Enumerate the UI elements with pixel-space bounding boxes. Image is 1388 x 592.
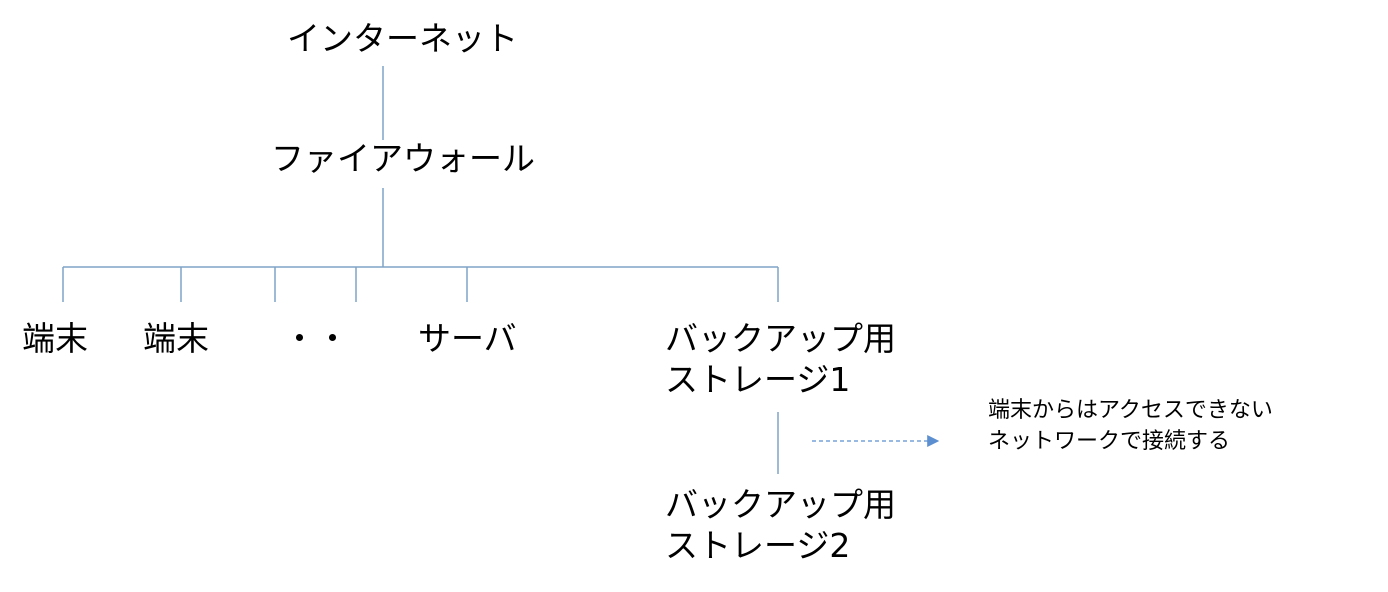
backup-storage-2-node: バックアップ用 ストレージ2 [665, 484, 896, 567]
ellipsis-node: ・・ [283, 319, 349, 358]
annotation-line1: 端末からはアクセスできない [988, 398, 1273, 423]
server-node: サーバ [418, 319, 517, 358]
backup-storage-1-line1: バックアップ用 [665, 319, 896, 358]
backup-storage-1-node: バックアップ用 ストレージ1 [665, 318, 896, 401]
terminal-node-1: 端末 [22, 319, 88, 358]
backup-storage-1-line2: ストレージ1 [665, 360, 851, 400]
annotation-text: 端末からはアクセスできない ネットワークで接続する [988, 396, 1273, 458]
backup-storage-2-line1: バックアップ用 [665, 485, 896, 524]
annotation-line2: ネットワークで接続する [988, 428, 1231, 454]
internet-node: インターネット [287, 19, 518, 58]
terminal-node-2: 端末 [143, 319, 209, 358]
backup-storage-2-line2: ストレージ2 [665, 526, 851, 566]
firewall-node: ファイアウォール [271, 139, 535, 178]
